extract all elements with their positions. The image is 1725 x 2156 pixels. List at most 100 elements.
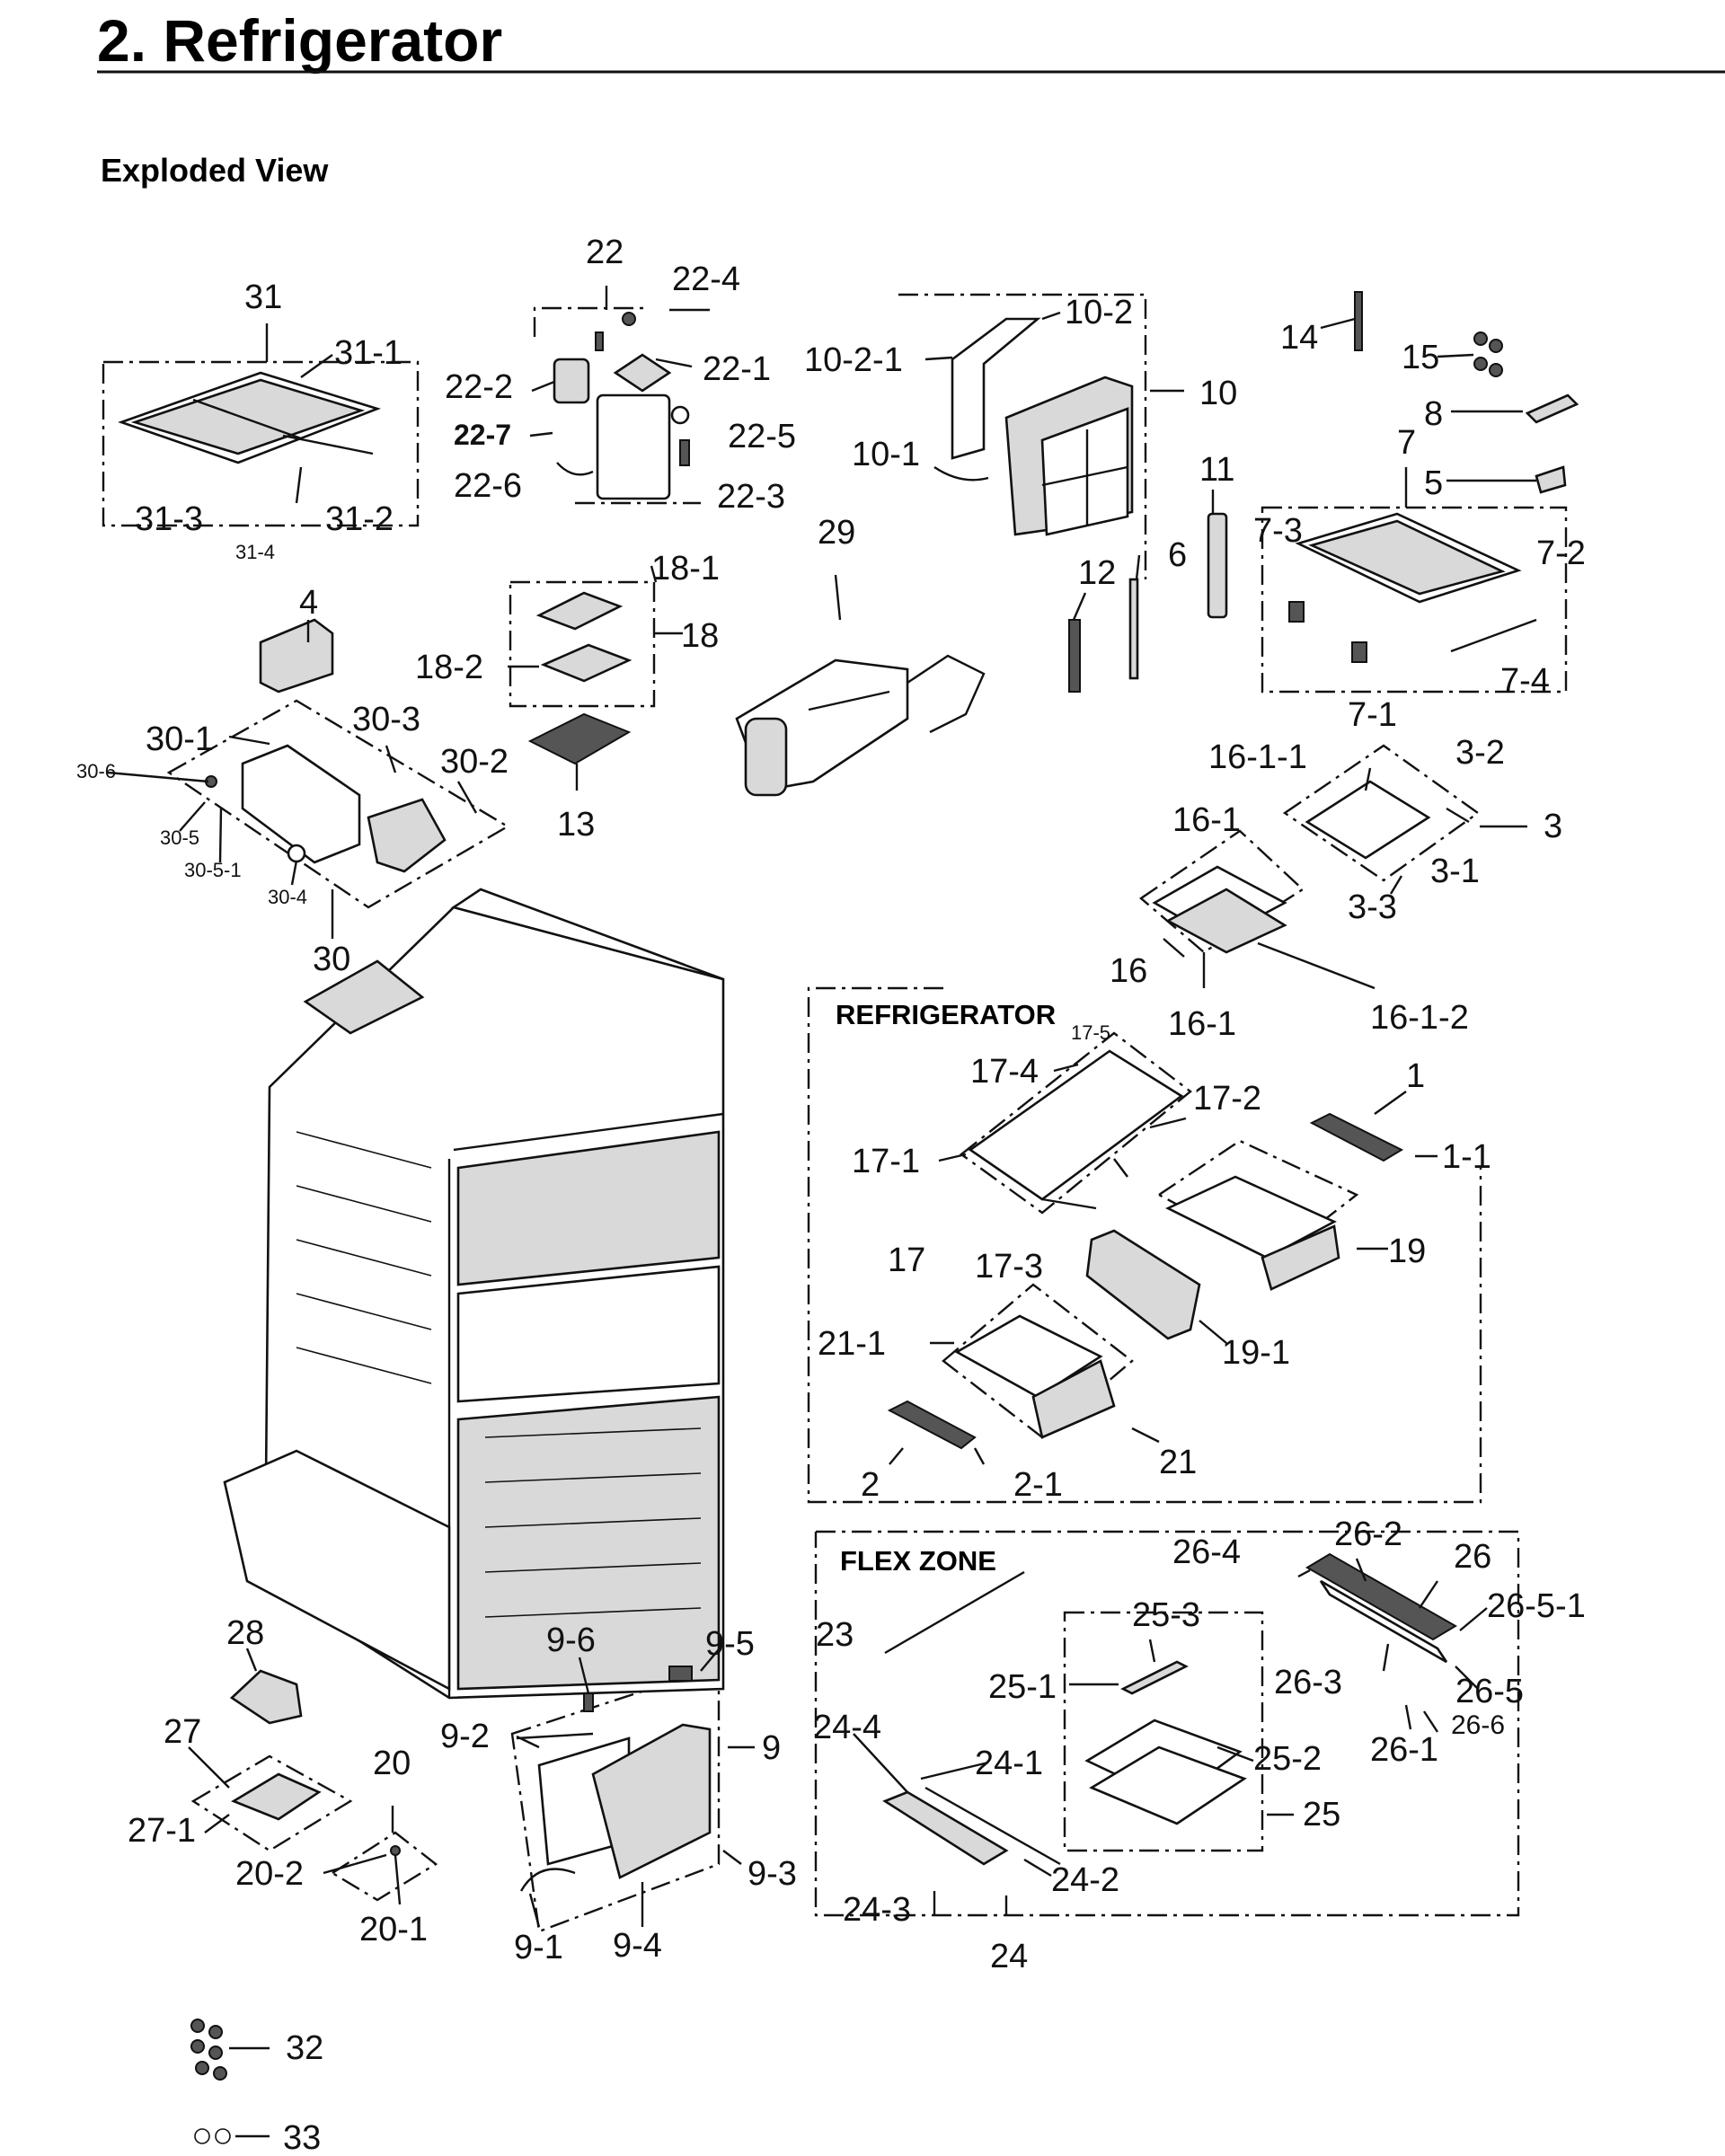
callout-16-1-1: 16-1-1 [1208,738,1307,776]
callout-22-5: 22-5 [728,418,796,455]
callout-1: 1 [1406,1057,1425,1095]
callout-24-2: 24-2 [1051,1861,1119,1899]
section-label-flex-zone: FLEX ZONE [840,1545,996,1577]
callout-7-3: 7-3 [1253,512,1303,550]
callout-26-2: 26-2 [1334,1515,1402,1553]
callout-31-1: 31-1 [334,334,402,372]
callout-5: 5 [1424,464,1443,502]
callout-26-5-1: 26-5-1 [1487,1587,1586,1625]
callout-7-2: 7-2 [1536,535,1586,572]
section-heading: Exploded View [101,152,329,189]
callout-22-1: 22-1 [703,350,771,388]
callout-31: 31 [244,278,282,316]
callout-32: 32 [286,2029,323,2067]
callout-9-5: 9-5 [705,1625,755,1663]
callout-11: 11 [1199,451,1234,489]
callout-22-2: 22-2 [445,368,513,406]
callout-3-2: 3-2 [1455,734,1505,772]
callout-27-1: 27-1 [128,1812,196,1850]
callout-21: 21 [1159,1444,1197,1481]
callout-24-3: 24-3 [843,1891,911,1929]
callout-12: 12 [1078,554,1116,592]
callout-27: 27 [164,1713,201,1751]
callout-13: 13 [557,806,595,844]
callout-17-2: 17-2 [1193,1080,1261,1118]
callout-17: 17 [888,1241,925,1279]
callout-10-1: 10-1 [852,436,920,473]
region-boxes [102,293,1568,1933]
callout-26-5: 26-5 [1455,1673,1524,1710]
callout-9-1: 9-1 [514,1929,563,1966]
callout-1-1: 1-1 [1442,1138,1491,1176]
callout-20: 20 [373,1745,411,1782]
callout-28: 28 [226,1614,264,1652]
callout-31-3: 31-3 [135,500,203,538]
callout-18-1: 18-1 [651,550,720,588]
callout-22: 22 [586,234,624,271]
callout-24-4: 24-4 [813,1709,881,1746]
callout-33: 33 [283,2119,321,2156]
callout-10-2-1: 10-2-1 [804,341,903,379]
callout-21-1: 21-1 [818,1325,886,1363]
callout-26-4: 26-4 [1172,1533,1241,1571]
callout-16-1-mid: 16-1 [1168,1005,1236,1043]
callout-31-2: 31-2 [325,500,394,538]
callout-3-1: 3-1 [1430,853,1480,890]
callout-17-5: 17-5 [1071,1021,1110,1044]
callout-18-2: 18-2 [415,649,483,686]
callout-7-4: 7-4 [1500,662,1550,700]
callout-30-1: 30-1 [146,720,214,758]
callout-8: 8 [1424,395,1443,433]
callout-22-4: 22-4 [672,261,740,298]
callout-25-2: 25-2 [1253,1740,1322,1778]
callout-30-6: 30-6 [76,760,116,782]
callout-9-6: 9-6 [546,1621,596,1659]
leader-lines [107,286,1536,2138]
callout-16-1-top: 16-1 [1172,801,1241,839]
callout-26-1: 26-1 [1370,1731,1438,1769]
callout-22-7: 22-7 [454,419,511,451]
callout-26: 26 [1454,1538,1491,1576]
callout-29: 29 [818,514,855,552]
callout-30: 30 [313,941,350,978]
callout-19: 19 [1388,1233,1426,1270]
callout-20-2: 20-2 [235,1855,304,1893]
callout-3-3: 3-3 [1348,888,1397,926]
callout-17-3: 17-3 [975,1248,1043,1286]
callout-9-2: 9-2 [440,1718,490,1755]
callout-9-4: 9-4 [613,1927,662,1965]
callout-16-1-2: 16-1-2 [1370,999,1469,1037]
callout-22-6: 22-6 [454,467,522,505]
callout-30-4: 30-4 [268,886,307,908]
callout-30-3: 30-3 [352,701,420,738]
callout-9: 9 [762,1729,781,1767]
callout-15: 15 [1402,339,1439,376]
callout-23: 23 [816,1616,854,1654]
callout-26-3: 26-3 [1274,1664,1342,1701]
callout-14: 14 [1280,319,1318,357]
section-label-refrigerator: REFRIGERATOR [836,999,1056,1030]
callout-4: 4 [299,584,318,622]
callout-30-5: 30-5 [160,826,199,849]
callout-16: 16 [1110,952,1147,990]
callout-31-4: 31-4 [235,541,275,563]
callout-24: 24 [990,1938,1028,1975]
part-drawings [118,291,1579,2144]
callout-25: 25 [1303,1796,1340,1833]
callout-7: 7 [1397,424,1416,462]
callout-18: 18 [681,617,719,655]
callout-26-6: 26-6 [1451,1710,1505,1740]
callout-22-3: 22-3 [717,478,785,516]
callout-2-1: 2-1 [1013,1466,1063,1504]
callout-25-1: 25-1 [988,1668,1057,1706]
callout-30-2: 30-2 [440,743,509,781]
callout-10: 10 [1199,375,1237,412]
callout-30-5-1: 30-5-1 [184,859,242,881]
page-title: 2. Refrigerator [97,7,502,74]
callout-9-3: 9-3 [748,1855,797,1893]
callout-7-1: 7-1 [1348,696,1397,734]
callout-24-1: 24-1 [975,1745,1043,1782]
callout-19-1: 19-1 [1222,1334,1290,1372]
callout-labels: 31 31-1 31-2 31-3 31-4 22 22-1 22-2 22-3… [76,234,1586,2156]
